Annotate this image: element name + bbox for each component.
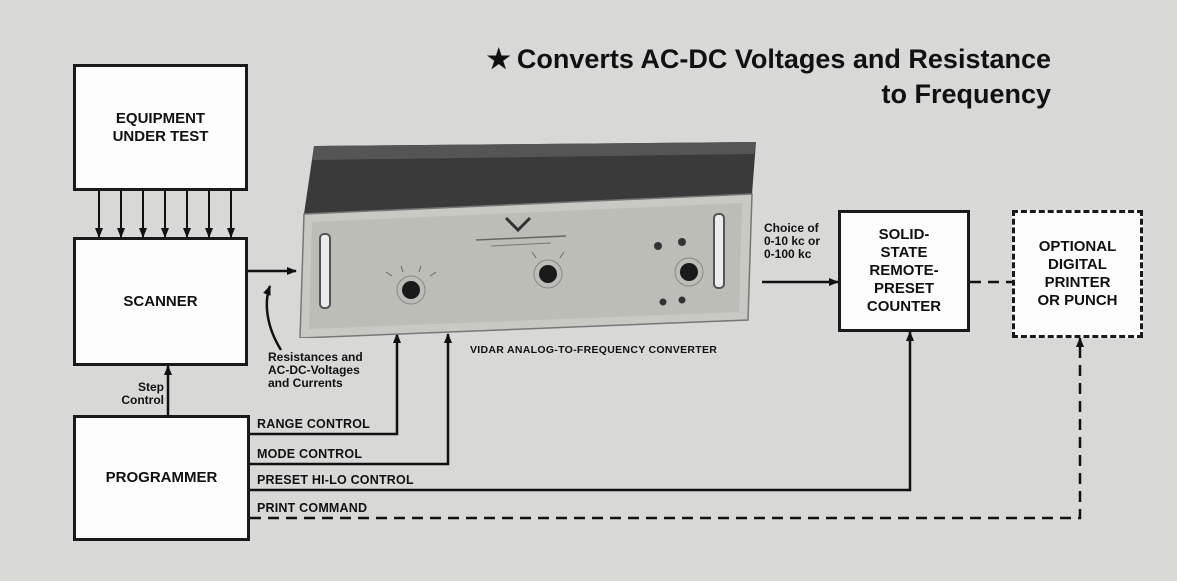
star-icon: ★: [487, 44, 511, 74]
inputs-label: Resistances and AC-DC-Voltages and Curre…: [268, 351, 363, 390]
printer-block: OPTIONAL DIGITAL PRINTER OR PUNCH: [1012, 210, 1143, 338]
preset-control-label: PRESET HI-LO CONTROL: [257, 473, 414, 487]
counter-block: SOLID- STATE REMOTE- PRESET COUNTER: [838, 210, 970, 332]
programmer-label: PROGRAMMER: [106, 469, 218, 487]
knob-right: [680, 263, 698, 281]
equipment-under-test-label: EQUIPMENT UNDER TEST: [113, 110, 209, 146]
printer-label: OPTIONAL DIGITAL PRINTER OR PUNCH: [1037, 238, 1117, 310]
headline: ★Converts AC-DC Voltages and Resistance …: [487, 42, 1051, 112]
output-frequency-label: Choice of 0-10 kc or 0-100 kc: [764, 222, 820, 261]
scanner-block: SCANNER: [73, 237, 248, 366]
equipment-scanner-bus: [99, 191, 231, 237]
inputs-pointer-line: [267, 286, 281, 350]
programmer-block: PROGRAMMER: [73, 415, 250, 541]
step-control-label: Step Control: [116, 381, 164, 407]
equipment-under-test-block: EQUIPMENT UNDER TEST: [73, 64, 248, 191]
mode-control-label: MODE CONTROL: [257, 447, 362, 461]
knob-middle: [539, 265, 557, 283]
range-control-label: RANGE CONTROL: [257, 417, 370, 431]
scanner-label: SCANNER: [123, 293, 197, 311]
headline-line-2: to Frequency: [487, 77, 1051, 112]
headline-line-1: Converts AC-DC Voltages and Resistance: [517, 44, 1051, 74]
converter-caption: VIDAR ANALOG-TO-FREQUENCY CONVERTER: [470, 344, 717, 356]
knob-left: [402, 281, 420, 299]
print-command-label: PRINT COMMAND: [257, 501, 367, 515]
counter-label: SOLID- STATE REMOTE- PRESET COUNTER: [867, 226, 941, 316]
vidar-converter-photo: [296, 142, 764, 338]
